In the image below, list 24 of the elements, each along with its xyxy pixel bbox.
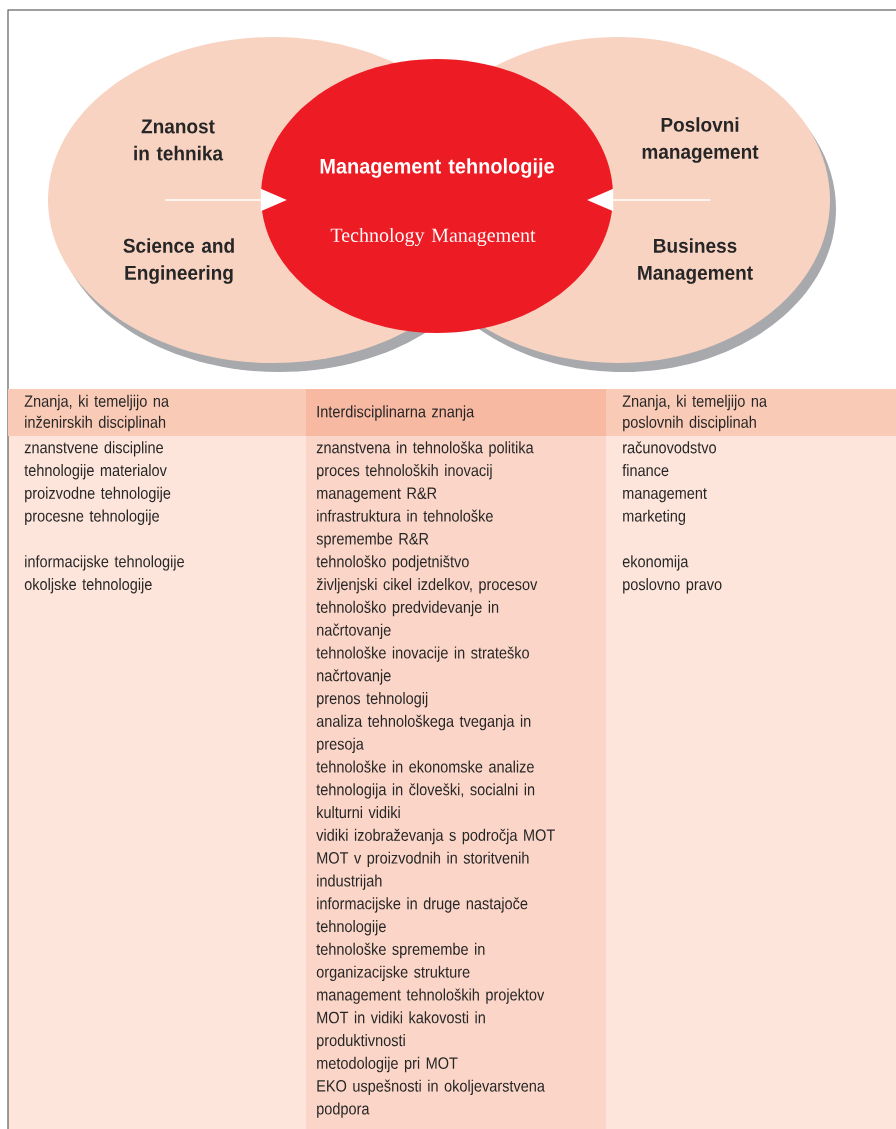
list-item: management R&R xyxy=(317,487,437,503)
list-item: marketing xyxy=(623,509,685,526)
list-item: znanstvene discipline xyxy=(24,441,163,457)
list-item: management xyxy=(623,488,707,503)
list-item: proces tehnoloških inovacij xyxy=(317,464,492,480)
list-item: EKO uspešnosti in okoljevarstvena podpora xyxy=(317,1079,545,1118)
list-item: življenjski cikel izdelkov, procesov xyxy=(316,578,538,594)
list-item: ekonomija xyxy=(622,555,689,571)
list-item: tehnologije materialov xyxy=(24,464,167,480)
list-item: procesne tehnologije xyxy=(25,509,159,525)
table-header-cell: Interdisciplinarna znanja xyxy=(306,389,606,436)
list-item: informacijske tehnologije xyxy=(25,555,184,571)
list-item: znanstvena in tehnološka politika xyxy=(316,441,534,457)
list-item: metodologije pri MOT xyxy=(317,1056,458,1073)
list-item: poslovno pravo xyxy=(623,578,722,594)
list-item: okoljske tehnologije xyxy=(24,578,152,594)
list-item: proizvodne tehnologije xyxy=(25,486,171,503)
list-item: tehnološko podjetništvo xyxy=(316,555,469,571)
list-item: računovodstvo xyxy=(623,441,716,454)
list-item: vidiki izobraževanja s področja MOT xyxy=(316,828,555,845)
list-item: tehnološke in ekonomske analize xyxy=(316,760,534,773)
list-item: finance xyxy=(622,464,669,477)
list-item: management tehnoloških projektov xyxy=(317,988,545,1004)
list-item: prenos tehnologij xyxy=(317,692,428,708)
